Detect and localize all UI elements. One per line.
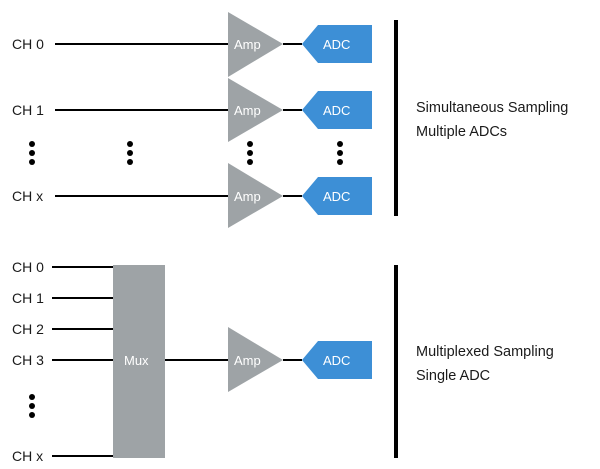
amp-triangle [228, 327, 283, 392]
channel-label: CH 1 [12, 102, 44, 118]
amp-triangle [228, 163, 283, 228]
amp-label: Amp [234, 353, 261, 368]
channel-label: CH 0 [12, 36, 44, 52]
adc-label: ADC [323, 189, 350, 204]
amp-label: Amp [234, 103, 261, 118]
amp-triangle [228, 78, 283, 142]
mux-block [113, 265, 165, 458]
channel-label: CH 2 [12, 321, 44, 337]
adc-label: ADC [323, 37, 350, 52]
amp-label: Amp [234, 189, 261, 204]
vertical-ellipsis-icon [29, 141, 35, 165]
channel-label: CH 1 [12, 290, 44, 306]
amp-label: Amp [234, 37, 261, 52]
vertical-ellipsis-icon [247, 141, 253, 165]
amp-triangle [228, 12, 283, 77]
section-divider [394, 20, 398, 216]
adc-label: ADC [323, 353, 350, 368]
section-caption-line2: Multiple ADCs [416, 124, 507, 140]
top-channel-row: CH 0 Amp ADC [12, 12, 372, 77]
adc-block [302, 177, 372, 215]
section-caption-line1: Simultaneous Sampling [416, 100, 568, 116]
mux-label: Mux [124, 353, 149, 368]
top-channel-row: CH x Amp ADC [12, 163, 372, 228]
channel-label: CH 0 [12, 259, 44, 275]
section-divider [394, 265, 398, 458]
channel-label: CH x [12, 188, 43, 204]
vertical-ellipsis-icon [127, 141, 133, 165]
adc-label: ADC [323, 103, 350, 118]
multiplexed-sampling-section: CH 0 CH 1 CH 2 CH 3 CH x Mux Amp ADC Mul… [12, 259, 554, 464]
adc-block [302, 25, 372, 63]
top-channel-row: CH 1 Amp ADC [12, 78, 372, 142]
vertical-ellipsis-icon [29, 394, 35, 418]
channel-label: CH x [12, 448, 43, 464]
section-caption-line1: Multiplexed Sampling [416, 344, 554, 360]
adc-block [302, 341, 372, 379]
vertical-ellipsis-icon [337, 141, 343, 165]
channel-label: CH 3 [12, 352, 44, 368]
adc-block [302, 91, 372, 129]
simultaneous-sampling-section: CH 0 Amp ADC CH 1 Amp ADC [12, 12, 568, 228]
section-caption-line2: Single ADC [416, 368, 490, 384]
